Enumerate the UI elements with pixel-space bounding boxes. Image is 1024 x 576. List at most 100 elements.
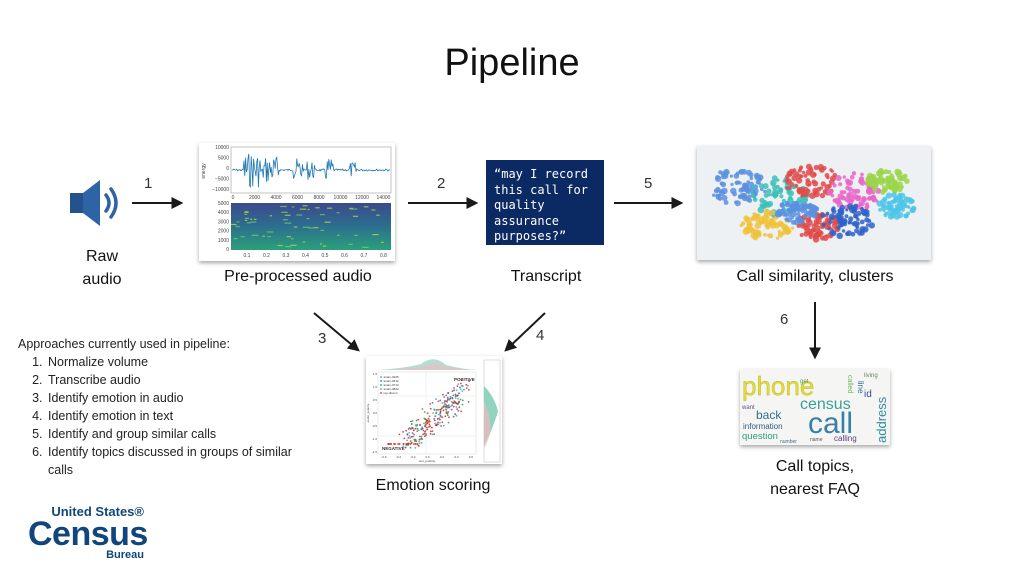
emotion-x-tick: 0.4 [454, 455, 459, 459]
word-address: address [874, 396, 889, 443]
spectrogram-x-tick: 0.2 [263, 253, 270, 259]
emotion-y-tick: 0.0 [373, 411, 378, 415]
word-census: census [800, 396, 851, 413]
word-living: living [864, 373, 878, 379]
spectrogram-y-tick: 1000 [218, 238, 229, 244]
word-called: called [846, 375, 853, 393]
slide-title: Pipeline [444, 42, 580, 84]
spectrogram-x-tick: 0.1 [244, 253, 251, 259]
word-name: name [810, 437, 823, 443]
transcript-line: “may I record [494, 167, 588, 181]
emotion-y-tick: 1.0 [373, 385, 378, 389]
word-cloud: back phone census call address informati… [740, 369, 890, 445]
waveform-x-tick: 4000 [270, 195, 281, 201]
emotion-y-tick: -1.5 [372, 450, 378, 454]
spectrogram-y-tick: 4000 [218, 210, 229, 216]
emotion-x-tick: -0.4 [396, 455, 402, 459]
approach-item: Transcribe audio [46, 371, 318, 389]
census-bureau-logo: United States® Census Bureau [28, 504, 158, 562]
transcript-line: purposes?” [494, 229, 567, 243]
approach-item: Identify topics discussed in groups of s… [46, 443, 318, 479]
waveform-x-tick: 2000 [249, 195, 260, 201]
transcript-line: quality [494, 198, 545, 212]
word-want: want [741, 405, 755, 411]
legend-label: rep-discon [384, 391, 398, 395]
waveform-x-tick: 0 [232, 195, 235, 201]
negative-label: NEGATIVE [382, 446, 405, 451]
emotion-x-tick: -0.6 [381, 455, 387, 459]
emotion-y-tick: -0.5 [372, 424, 378, 428]
emotion-y-tick: 0.5 [373, 398, 378, 402]
similarity-caption: Call similarity, clusters [736, 268, 894, 285]
approach-item: Identify and group similar calls [46, 425, 318, 443]
word-call: call [808, 407, 853, 440]
transcript-line: this call for [494, 182, 588, 197]
raw-audio-caption: Raw audio [82, 248, 122, 288]
word-number: number [780, 439, 797, 445]
spectrogram-y-tick: 2000 [218, 229, 229, 235]
step-number-5: 5 [644, 175, 653, 192]
legend-swatch [380, 392, 382, 394]
step-number-3: 3 [318, 330, 327, 347]
emotion-x-tick: -0.2 [410, 455, 416, 459]
waveform-y-tick: 0 [226, 166, 229, 172]
waveform-ylabel: energy [201, 163, 207, 179]
word-line: line [856, 381, 865, 394]
word-question: question [742, 431, 778, 442]
spectrogram-x-tick: 0.6 [341, 253, 348, 259]
legend-swatch [380, 384, 382, 386]
approach-item: Normalize volume [46, 353, 318, 371]
waveform-y-tick: 5000 [218, 156, 229, 162]
speaker-icon [70, 180, 118, 226]
spectrogram [231, 203, 391, 250]
word-get: get [800, 379, 809, 385]
preprocessed-audio-caption: Pre-processed audio [224, 268, 372, 285]
approach-item: Identify emotion in audio [46, 389, 318, 407]
legend-swatch [380, 380, 382, 382]
spectrogram-x-tick: 0.5 [322, 253, 329, 259]
positive-label: POSITIVE [454, 377, 475, 382]
step-number-4: 4 [536, 327, 545, 344]
legend-label: anam-0712 [384, 383, 400, 387]
transcript-caption: Transcript [510, 268, 582, 285]
emotion-y-tick: -1.0 [372, 437, 378, 441]
spectrogram-x-tick: 0.8 [380, 253, 387, 259]
waveform-x-tick: 10000 [334, 195, 348, 201]
transcript-line: assurance [494, 213, 560, 228]
approach-item: Identify emotion in text [46, 407, 318, 425]
emotion-ylabel: audio_polarity [366, 403, 370, 422]
step-number-1: 1 [144, 175, 153, 192]
legend-label: anam-0225 [384, 375, 400, 379]
emotion-x-tick: 0.2 [440, 455, 445, 459]
approaches-list: Approaches currently used in pipeline: N… [18, 335, 318, 479]
word-phone: phone [742, 371, 814, 401]
transcript-quote-box: “may I record this call for quality assu… [486, 160, 604, 245]
approaches-heading: Approaches currently used in pipeline: [18, 337, 230, 351]
spectrogram-x-tick: 0.7 [361, 253, 368, 259]
spectrogram-x-tick: 0.3 [283, 253, 290, 259]
waveform-y-tick: −5000 [215, 177, 229, 183]
cluster-plot [697, 146, 931, 260]
step-number-6: 6 [780, 311, 789, 328]
waveform-x-tick: 8000 [313, 195, 324, 201]
logo-line-1: United States® [51, 504, 144, 519]
waveform-y-tick: 10000 [215, 145, 229, 151]
word-information: information [743, 422, 783, 431]
waveform-x-tick: 14000 [377, 195, 391, 201]
spectrogram-y-tick: 0 [226, 247, 229, 253]
word-back: back [756, 408, 782, 422]
spectrogram-y-tick: 3000 [218, 219, 229, 225]
logo-line-3: Bureau [106, 549, 144, 561]
emotion-x-tick: 0.6 [469, 455, 474, 459]
topics-caption: Call topics, nearest FAQ [770, 458, 860, 498]
arrow-4 [504, 312, 546, 352]
waveform-y-tick: −10000 [212, 187, 229, 193]
waveform-x-tick: 6000 [292, 195, 303, 201]
spectrogram-y-tick: 5000 [218, 201, 229, 207]
word-calling: calling [834, 434, 857, 443]
word-id: id [864, 389, 872, 400]
emotion-x-tick: 0.0 [425, 455, 430, 459]
emotion-xlabel: text_polarity [419, 459, 436, 463]
spectrogram-x-tick: 0.4 [302, 253, 309, 259]
